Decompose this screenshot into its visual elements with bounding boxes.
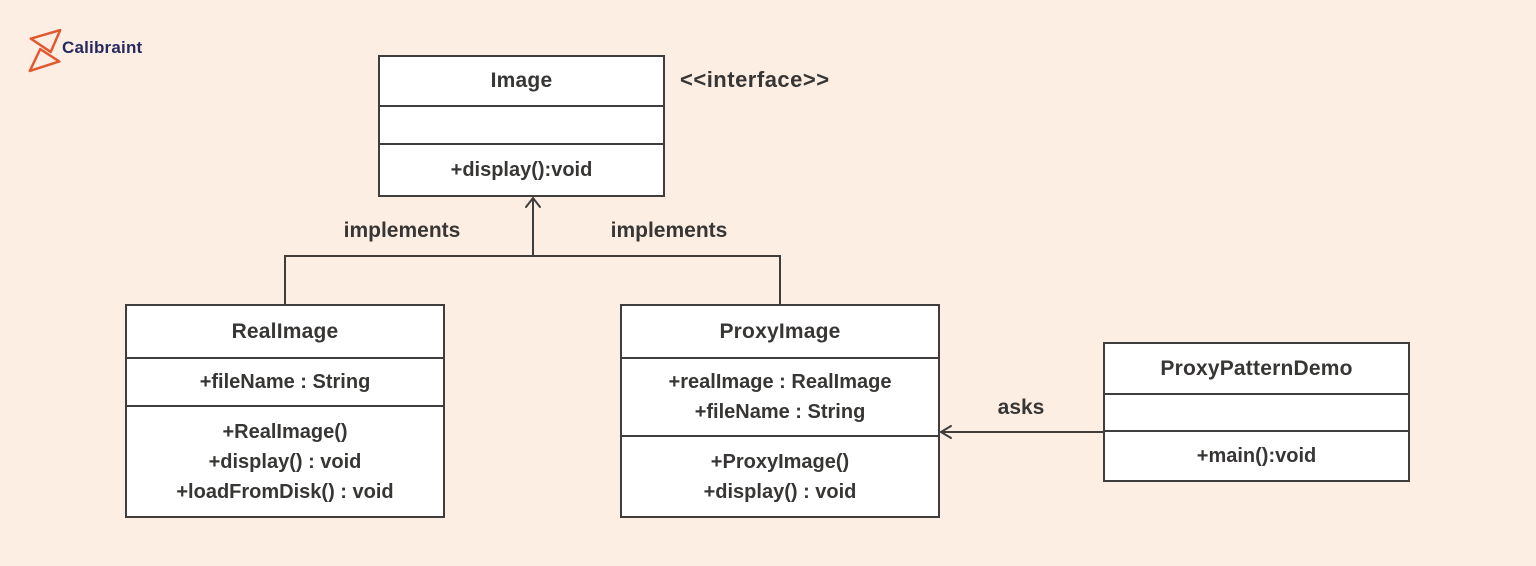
class-proxyimage-attribute: +fileName : String <box>694 401 866 423</box>
implements-label-left: implements <box>343 219 461 242</box>
class-demo-methods-section: +main():void <box>1105 430 1408 480</box>
class-realimage-title-section: RealImage <box>127 306 443 357</box>
class-proxyimage-name: ProxyImage <box>719 319 841 343</box>
class-realimage-method: +loadFromDisk() : void <box>176 480 394 503</box>
class-image-title-section: Image <box>380 57 663 105</box>
brand-logo: Calibraint <box>26 27 142 75</box>
class-image-name: Image <box>490 69 553 92</box>
class-proxyimage-method: +display() : void <box>703 480 857 503</box>
class-realimage-method: +display() : void <box>208 450 362 473</box>
class-demo-name: ProxyPatternDemo <box>1160 356 1353 380</box>
calibraint-logo-icon <box>28 28 62 73</box>
class-realimage-attribute: +fileName : String <box>199 371 371 393</box>
class-box-image: Image +display():void <box>378 55 665 197</box>
class-demo-attributes-section <box>1105 393 1408 430</box>
asks-label: asks <box>997 396 1045 419</box>
class-demo-method: +main():void <box>1196 445 1317 467</box>
class-realimage-methods-section: +RealImage() +display() : void +loadFrom… <box>127 405 443 516</box>
class-box-proxypatterndemo: ProxyPatternDemo +main():void <box>1103 342 1410 482</box>
class-demo-title-section: ProxyPatternDemo <box>1105 344 1408 393</box>
brand-name: Calibraint <box>62 38 143 57</box>
class-image-methods-section: +display():void <box>380 143 663 195</box>
interface-stereotype-label: <<interface>> <box>680 67 830 92</box>
implements-arrowhead-icon <box>525 196 541 208</box>
class-realimage-method: +RealImage() <box>222 420 348 443</box>
class-realimage-attributes-section: +fileName : String <box>127 357 443 405</box>
class-proxyimage-title-section: ProxyImage <box>622 306 938 357</box>
class-realimage-name: RealImage <box>231 319 339 343</box>
implements-label-right: implements <box>610 219 728 242</box>
class-box-proxyimage: ProxyImage +realImage : RealImage +fileN… <box>620 304 940 518</box>
class-proxyimage-methods-section: +ProxyImage() +display() : void <box>622 435 938 516</box>
class-proxyimage-attributes-section: +realImage : RealImage +fileName : Strin… <box>622 357 938 435</box>
class-proxyimage-attribute: +realImage : RealImage <box>668 371 892 393</box>
class-image-attributes-section <box>380 105 663 143</box>
class-box-realimage: RealImage +fileName : String +RealImage(… <box>125 304 445 518</box>
class-image-method: +display():void <box>450 159 593 181</box>
asks-arrowhead-icon <box>939 425 952 439</box>
class-proxyimage-method: +ProxyImage() <box>710 450 850 473</box>
